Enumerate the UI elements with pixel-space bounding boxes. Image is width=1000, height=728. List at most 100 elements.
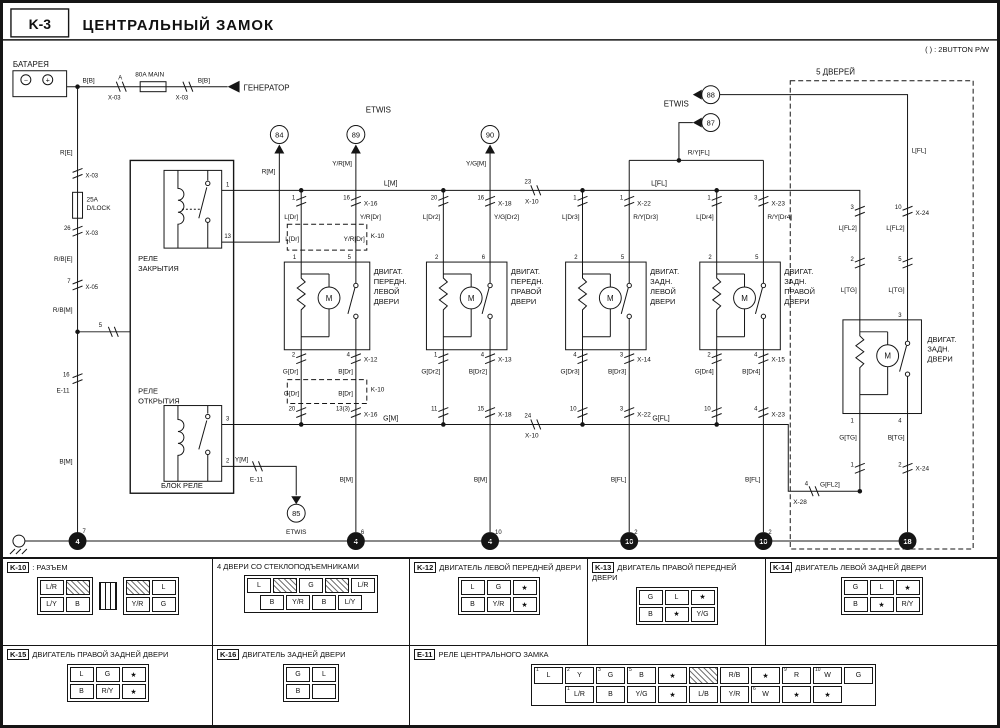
k10-middle-key (98, 582, 117, 611)
connector-label: X-23 (771, 412, 785, 419)
chassis-ground-hatch (9, 548, 28, 555)
connector-cell: ★ (512, 580, 537, 596)
connector-cell: ★ (664, 606, 689, 622)
pin-number: 4 (573, 353, 577, 359)
connector-cell: B (843, 597, 868, 613)
wire-label: B[TG] (888, 434, 905, 441)
etwis-node: 88 (707, 91, 715, 100)
section-title: K-10: РАЗЪЕМ (7, 562, 208, 574)
connector-cell: L (151, 580, 176, 596)
connector-cell: Y/G (690, 606, 715, 622)
connector-cell: ★ (690, 589, 715, 605)
connector-label: X-13 (498, 357, 512, 364)
relay-block-label: БЛОК РЕЛЕ (161, 481, 203, 490)
generator-arrow-icon (227, 80, 240, 93)
wire-label: R/Y[Dr4] (767, 214, 792, 221)
wire-label: G[FL] (652, 415, 669, 422)
connector-cell: G (95, 667, 120, 683)
motor-name: ДВИГАТ. (650, 267, 679, 276)
wire-label: L[FL] (912, 147, 927, 154)
connector-cell: ★ (512, 597, 537, 613)
pin-number: 1 (851, 418, 855, 424)
wire-label: G[TG] (839, 434, 857, 441)
pin-number: 3 (226, 416, 230, 422)
arrow-left-icon (692, 89, 702, 100)
wire-label: R/Y[Dr3] (633, 214, 658, 221)
pin-number: 3 (620, 353, 624, 359)
connector-code: E-11 (414, 649, 436, 661)
wire-label: G[FL2] (820, 481, 840, 488)
relay-block-box (129, 159, 235, 494)
wire-label: L[Dr3] (562, 214, 580, 221)
connector-row: B (286, 684, 336, 700)
connector-cell: Y/R (720, 686, 749, 704)
etwis-label: ETWIS (366, 106, 391, 115)
connector-cell: L/R (351, 578, 375, 594)
five-doors-region: 5 ДВЕРЕЙ (789, 68, 974, 550)
connector-title: ДВИГАТЕЛЬ ЛЕВОЙ ПЕРЕДНЕЙ ДВЕРИ (439, 563, 582, 572)
relay-switch-icon (198, 405, 209, 482)
diagram-code-box (10, 8, 70, 38)
connector-cell: L (69, 667, 94, 683)
k10-alt-box (286, 223, 368, 251)
connector-label: X-05 (86, 285, 99, 291)
pin-number: 10 (815, 667, 821, 674)
pin-number: 13 (224, 234, 231, 240)
connector-label: X-12 (364, 357, 378, 364)
wire-label: Y/G[M] (466, 160, 486, 167)
connector-cell: L (247, 578, 271, 594)
connector-cell (65, 580, 90, 596)
connector-cell: L (312, 667, 336, 683)
tailgate-motor-circuit: 3 10 X-24 L[FL2] L[FL2] 2 5 L[TG] L[TG] … (793, 205, 956, 551)
connector-cell: ★ (658, 686, 687, 704)
wire-label: G[Dr] (283, 369, 299, 376)
pin-number: 1 (226, 182, 230, 188)
motor-symbol (459, 286, 483, 310)
connector-title: ДВИГАТЕЛЬ ЗАДНЕЙ ДВЕРИ (242, 650, 346, 659)
wire-label: L[TG] (888, 287, 904, 294)
pin-number: 10 (704, 407, 711, 413)
ground-number: 4 (75, 537, 80, 546)
motor-name: ДВЕРИ (511, 297, 536, 306)
pin-number: 2 (851, 257, 855, 263)
pin-number: 2 (226, 458, 230, 464)
battery-group: БАТАРЕЯ − + B[B] A X-03 80A MAIN X-03 B[… (12, 60, 290, 102)
connector-cell (689, 667, 718, 685)
wire-label: G[Dr2] (421, 369, 440, 376)
pin-number: 3 (898, 313, 902, 319)
pin-number: 3 (620, 407, 624, 413)
connector-code: K-16 (217, 649, 240, 661)
connector-cell: R/B (720, 667, 749, 685)
pin-number: 1 (536, 667, 539, 674)
pin-number: 1 (292, 195, 296, 201)
five-doors-label: 5 ДВЕРЕЙ (816, 68, 855, 77)
connector-cell: B (69, 684, 94, 700)
connector-cell (273, 578, 297, 594)
ym-wire (221, 465, 297, 496)
motor-letter: M (326, 294, 333, 303)
connector-cell: G (486, 580, 511, 596)
connector-cell: G (844, 667, 873, 685)
connector-cell: L (664, 589, 689, 605)
motor-box (283, 261, 371, 351)
wire-label: B[B] (83, 78, 95, 85)
connector-cell: Y/G (627, 686, 656, 704)
motor-name: ЛЕВОЙ (650, 287, 676, 296)
motor-name: ДВЕРИ (650, 297, 675, 306)
wire-label: Y[M] (235, 456, 248, 463)
pin-number: 3 (851, 205, 855, 211)
connector-cell (312, 684, 336, 700)
connector-cell: ★ (751, 667, 780, 685)
wire-label: B[FL] (611, 476, 627, 483)
pin-number: 2 (567, 667, 570, 674)
